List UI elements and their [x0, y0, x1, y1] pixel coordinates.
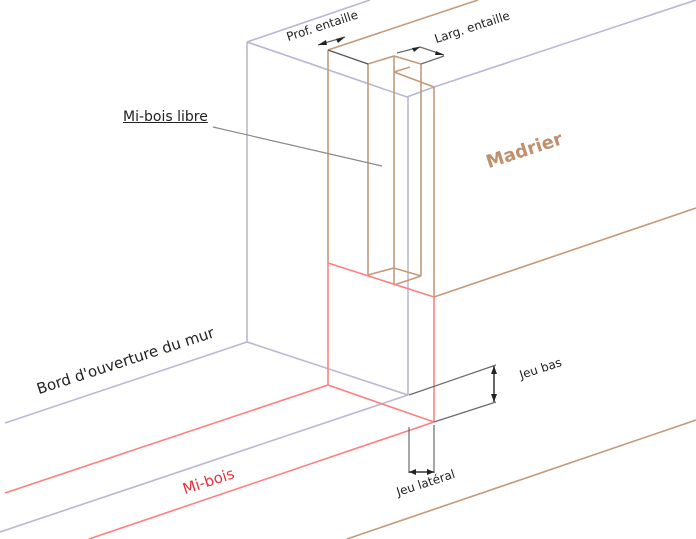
mi-bois-outline — [4, 262, 435, 539]
dimension-arrows — [318, 37, 497, 475]
dimension-lines — [212, 36, 497, 473]
madrier-outline — [327, 0, 696, 539]
mi-bois-libre-label: Mi-bois libre — [123, 109, 208, 125]
